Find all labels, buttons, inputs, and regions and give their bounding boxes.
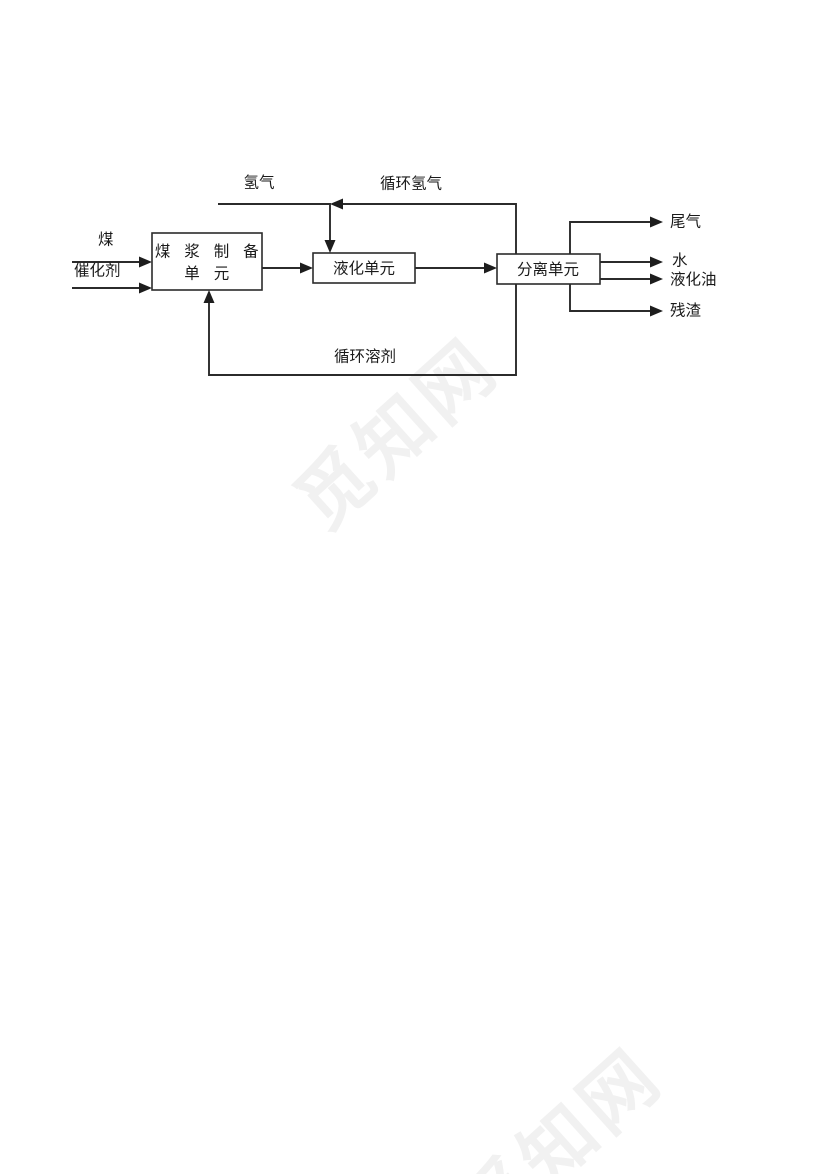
catalyst-input-label: 催化剂 — [74, 262, 121, 280]
catalyst-input-arrow — [72, 282, 152, 294]
recycle-solvent-label: 循环溶剂 — [334, 348, 396, 366]
recycle-hydrogen-label: 循环氢气 — [380, 175, 442, 193]
separation-unit-box[interactable] — [496, 253, 601, 285]
recycle-solvent-line — [203, 284, 517, 376]
hydrogen-feed-label: 氢气 — [243, 174, 274, 192]
liquefied-oil-output-line — [600, 273, 663, 285]
liquefaction-to-separation-arrow — [415, 262, 497, 274]
coal-input-label: 煤 — [98, 231, 114, 249]
water-output-label: 水 — [672, 252, 688, 270]
coal-slurry-preparation-unit-label-line1: 煤 浆 制 备 — [155, 243, 263, 261]
tail-gas-output-label: 尾气 — [670, 213, 701, 231]
water-output-line — [600, 256, 663, 268]
recycle-hydrogen-line — [330, 198, 517, 254]
coal-slurry-preparation-unit-box[interactable] — [151, 232, 263, 291]
slurry-to-liquefaction-arrow — [262, 262, 313, 274]
residue-output-label: 残渣 — [670, 302, 702, 320]
residue-output-line — [569, 284, 663, 317]
coal-slurry-preparation-unit-label-line2: 单 元 — [184, 265, 233, 283]
tail-gas-output-line — [569, 216, 663, 254]
coal-input-arrow — [72, 256, 152, 268]
separation-unit-label: 分离单元 — [517, 261, 579, 279]
liquefied-oil-output-label: 液化油 — [670, 271, 717, 289]
liquefaction-unit-box[interactable] — [312, 252, 416, 284]
liquefaction-unit-label: 液化单元 — [333, 260, 395, 278]
